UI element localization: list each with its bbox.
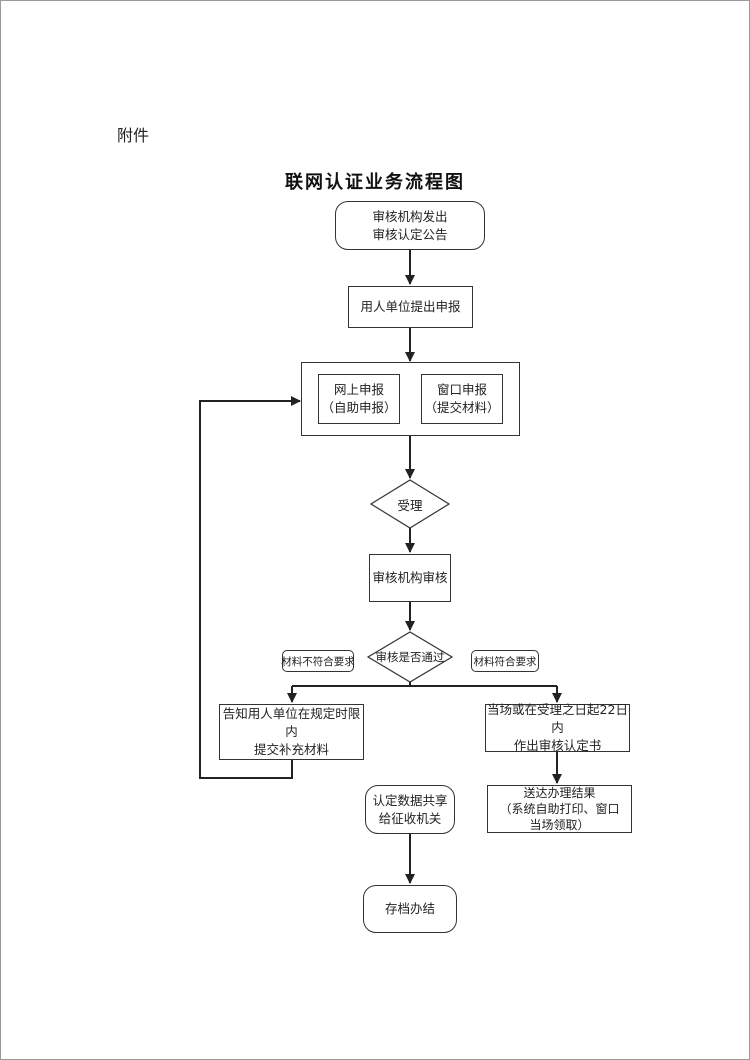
accept-label: 受理 — [397, 497, 423, 513]
start-node: 审核机构发出 审核认定公告 — [335, 201, 485, 250]
review-node: 审核机构审核 — [369, 554, 451, 602]
supplement-node: 告知用人单位在规定时限内 提交补充材料 — [219, 704, 364, 760]
tag-materials-pass: 材料符合要求 — [471, 650, 539, 672]
tag-materials-fail: 材料不符合要求 — [281, 650, 355, 672]
decision-label: 审核是否通过 — [375, 650, 445, 664]
online-apply-node: 网上申报 （自助申报） — [318, 374, 400, 424]
flowchart-title: 联网认证业务流程图 — [285, 172, 465, 193]
certify-node: 当场或在受理之日起22日内 作出审核认定书 — [485, 702, 630, 753]
arrow-supplement-loop-back — [199, 396, 301, 779]
deliver-node: 送达办理结果 （系统自助打印、窗口 当场领取） — [487, 785, 632, 833]
archive-node: 存档办结 — [363, 885, 457, 933]
window-apply-node: 窗口申报 （提交材料） — [421, 374, 503, 424]
attachment-label: 附件 — [117, 126, 150, 145]
apply-node: 用人单位提出申报 — [348, 286, 473, 328]
data-share-node: 认定数据共享 给征收机关 — [365, 785, 455, 834]
